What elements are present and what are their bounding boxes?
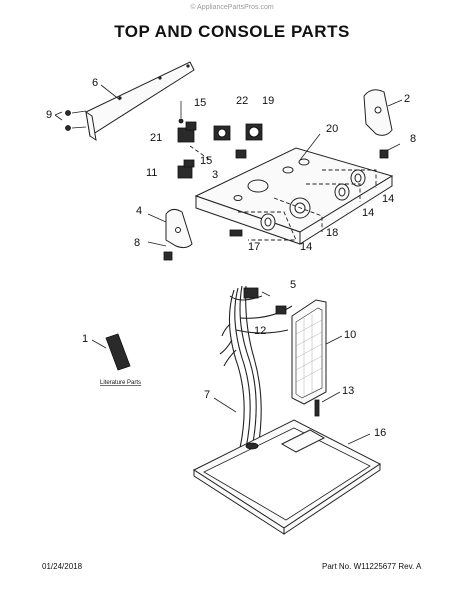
- part-6-console-bracket: [85, 61, 195, 142]
- switch-parts: [177, 101, 263, 179]
- callout-12: 12: [254, 325, 266, 337]
- callout-15a: 15: [194, 97, 206, 109]
- callout-5: 5: [290, 279, 296, 291]
- part-1-literature: [91, 333, 131, 371]
- part-9-screws: [54, 110, 87, 131]
- callout-6: 6: [92, 77, 98, 89]
- callout-13: 13: [342, 385, 354, 397]
- part-14-knobs: [238, 169, 377, 241]
- page-title: TOP AND CONSOLE PARTS: [114, 22, 350, 41]
- part-7-wire-harness: [213, 285, 293, 449]
- callout-20: 20: [326, 123, 338, 135]
- footer-date: 01/24/2018: [42, 562, 83, 571]
- callout-15b: 15: [200, 155, 212, 167]
- part-13-screw: [314, 391, 341, 417]
- footer-part-number: Part No. W11225677 Rev. A: [322, 562, 422, 571]
- callout-9: 9: [46, 109, 52, 121]
- callout-17: 17: [248, 241, 260, 253]
- part-12-connector: [261, 291, 287, 315]
- part-16-top-panel: [192, 419, 381, 535]
- part-20-console-panel: [194, 133, 394, 245]
- callout-8-right: 8: [410, 133, 416, 145]
- callout-1: 1: [82, 333, 88, 345]
- callout-16: 16: [374, 427, 386, 439]
- callout-21: 21: [150, 132, 162, 144]
- callout-11: 11: [146, 167, 157, 179]
- callout-labels: 6 9 15 22 19 21 20 2 8 15 3 11 14 14 4 1…: [46, 77, 416, 439]
- callout-14a: 14: [382, 193, 394, 205]
- callout-14c: 14: [300, 241, 312, 253]
- callout-8-left: 8: [134, 237, 140, 249]
- part-17-lens: [229, 229, 243, 237]
- callout-22: 22: [236, 95, 248, 107]
- callout-2: 2: [404, 93, 410, 105]
- part-10-lint-filter: [291, 299, 343, 405]
- callout-19: 19: [262, 95, 274, 107]
- callout-4: 4: [136, 205, 142, 217]
- callout-18: 18: [326, 227, 338, 239]
- watermark: © AppliancePartsPros.com: [190, 4, 274, 11]
- part-18-knob: [273, 197, 323, 232]
- part-2-end-cap-right: [363, 89, 403, 159]
- part-4-end-cap-left: [147, 208, 193, 261]
- literature-parts-label: Literature Parts: [100, 380, 141, 386]
- callout-7: 7: [204, 389, 210, 401]
- callout-10: 10: [344, 329, 356, 341]
- callout-14b: 14: [362, 207, 374, 219]
- callout-3: 3: [212, 169, 218, 181]
